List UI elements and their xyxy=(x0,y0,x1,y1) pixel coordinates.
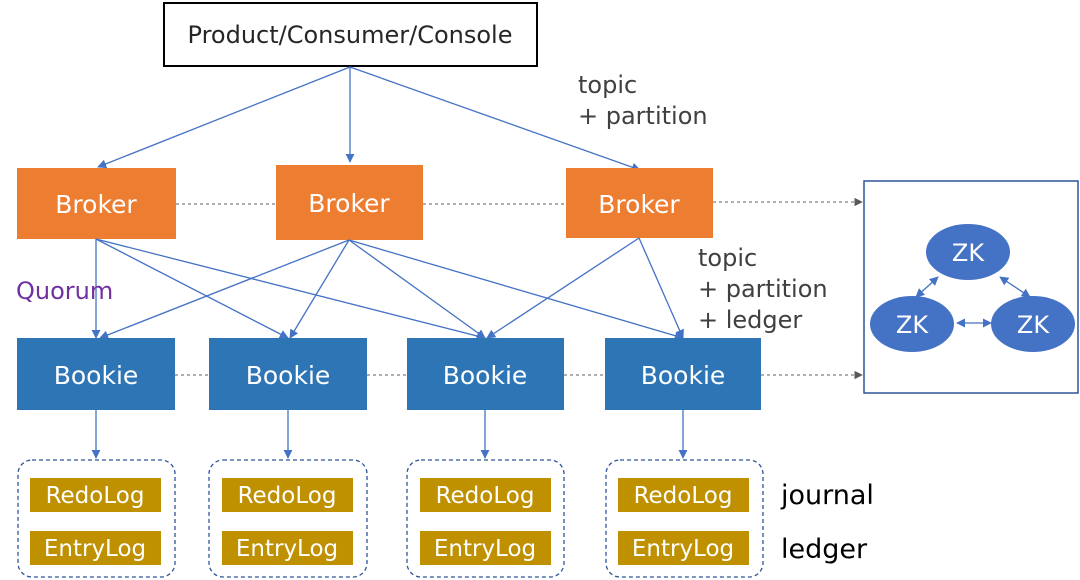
broker-bookie-arrows xyxy=(91,237,684,341)
storage-group: RedoLog EntryLog xyxy=(406,459,565,578)
bookie-node: Bookie xyxy=(17,338,175,410)
client-broker-arrows xyxy=(97,66,641,172)
redolog-label: RedoLog xyxy=(634,483,733,509)
annotation-topic-line: topic xyxy=(698,244,757,272)
redolog-label: RedoLog xyxy=(46,483,145,509)
quorum-label: Quorum xyxy=(16,277,113,305)
entrylog-label: EntryLog xyxy=(44,536,146,562)
zk-label: ZK xyxy=(1017,311,1050,339)
topic-partition-annotation: topic + partition xyxy=(578,71,708,130)
zk-node: ZK xyxy=(926,224,1010,280)
ledger-label: ledger xyxy=(781,534,868,565)
broker-label: Broker xyxy=(55,190,137,219)
topic-partition-ledger-annotation: topic + partition + ledger xyxy=(698,244,835,334)
broker-dotted-links xyxy=(176,197,863,207)
zk-label: ZK xyxy=(952,239,985,267)
zk-label: ZK xyxy=(896,311,929,339)
bookie-node: Bookie xyxy=(407,338,564,410)
broker-node: Broker xyxy=(566,168,713,238)
client-to-broker-1-arrow xyxy=(97,66,351,169)
redolog-label: RedoLog xyxy=(436,483,535,509)
zookeeper-cluster: ZK ZK ZK xyxy=(863,180,1079,394)
annotation-ledger-line: + ledger xyxy=(698,306,802,334)
broker-node: Broker xyxy=(17,168,176,239)
bookie-label: Bookie xyxy=(641,361,726,390)
bookie-label: Bookie xyxy=(443,361,528,390)
broker-node: Broker xyxy=(276,165,423,240)
client-node: Product/Consumer/Console xyxy=(163,2,538,67)
entrylog-label: EntryLog xyxy=(632,536,734,562)
annotation-topic-line: topic xyxy=(578,71,637,99)
broker-label: Broker xyxy=(598,190,680,219)
storage-group: RedoLog EntryLog xyxy=(208,459,368,578)
zk-node: ZK xyxy=(870,296,954,352)
bookie-node: Bookie xyxy=(605,338,761,410)
bookie-storage-arrows xyxy=(91,410,688,459)
broker-label: Broker xyxy=(308,189,390,218)
entrylog-label: EntryLog xyxy=(434,536,536,562)
redolog-label: RedoLog xyxy=(238,483,337,509)
zk-arrows xyxy=(915,276,1031,328)
storage-group: RedoLog EntryLog xyxy=(605,459,764,578)
client-to-broker-3-arrow xyxy=(349,66,641,172)
annotation-partition-line: + partition xyxy=(698,275,828,303)
bookie-node: Bookie xyxy=(209,338,367,410)
annotation-partition-line: + partition xyxy=(578,102,708,130)
zk-node: ZK xyxy=(991,296,1075,352)
storage-group: RedoLog EntryLog xyxy=(17,459,176,578)
entrylog-label: EntryLog xyxy=(236,536,338,562)
journal-label: journal xyxy=(780,480,874,511)
bookie-label: Bookie xyxy=(54,361,139,390)
bookie-label: Bookie xyxy=(246,361,331,390)
client-label: Product/Consumer/Console xyxy=(188,21,513,49)
